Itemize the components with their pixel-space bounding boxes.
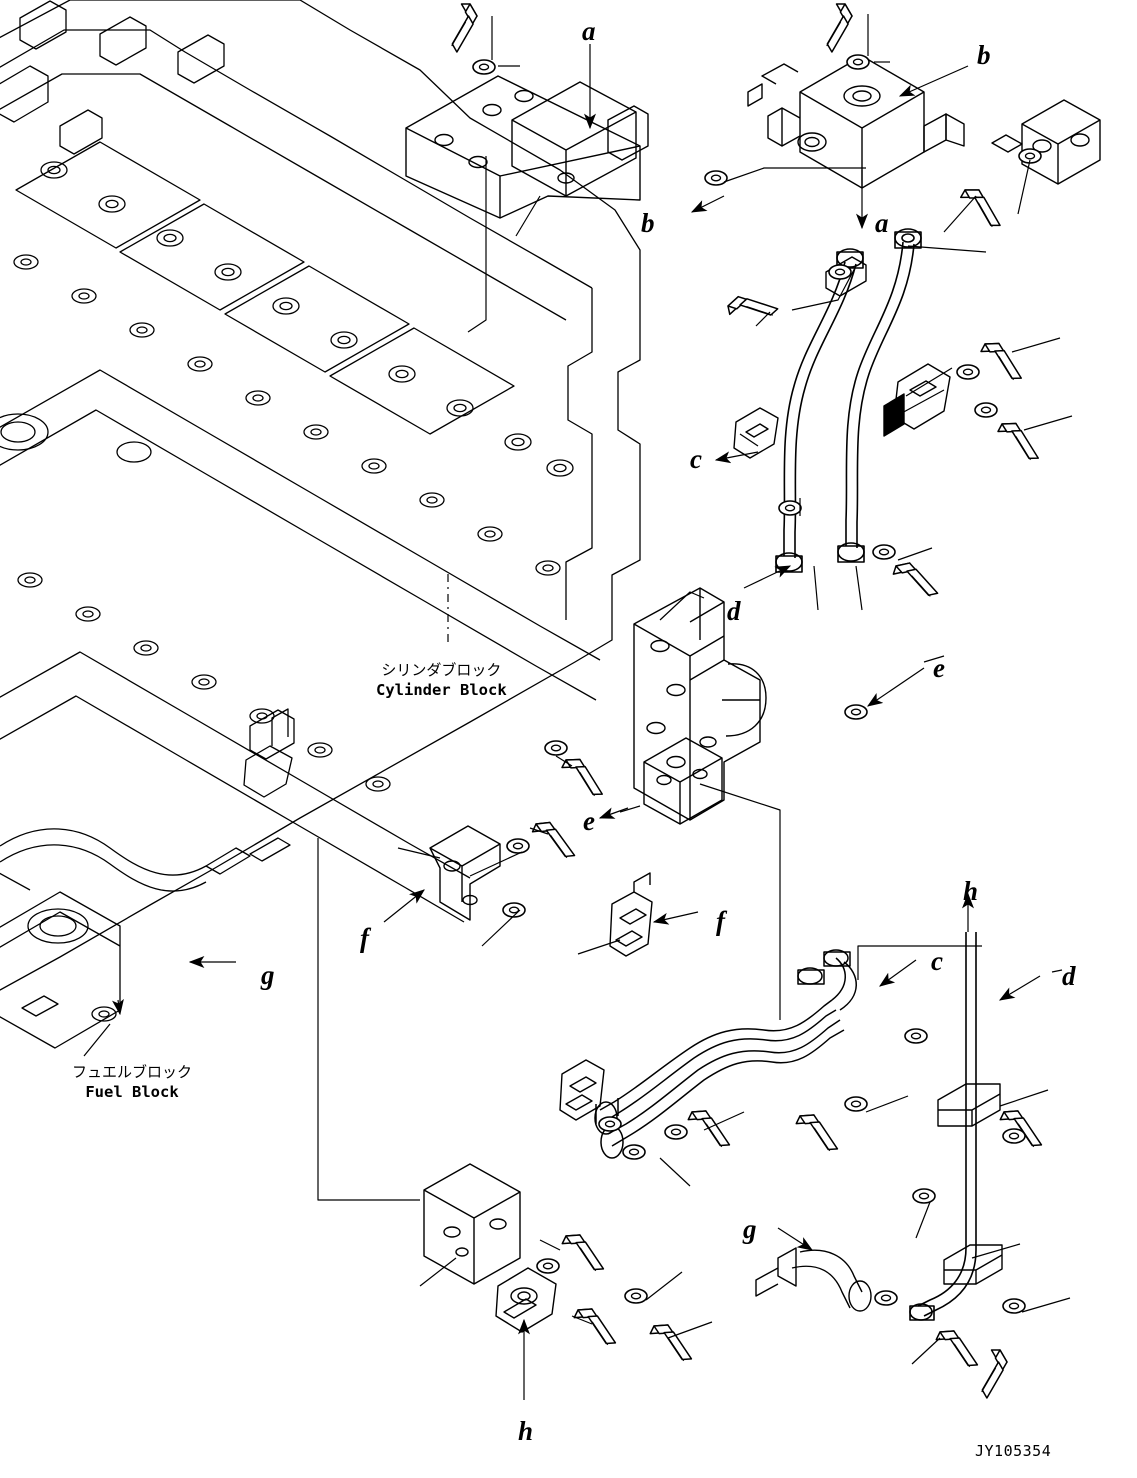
annotation-cylinder-block: シリンダブロック Cylinder Block	[376, 660, 507, 701]
callout-c-lower: c	[931, 946, 943, 976]
fuel-block-en: Fuel Block	[85, 1083, 179, 1102]
callout-e-right: e	[933, 653, 945, 683]
callout-d-lower: d	[1062, 961, 1076, 991]
fuel-block-jp: フュエルブロック	[72, 1063, 193, 1081]
callout-d-mid: d	[727, 596, 741, 626]
callout-a-right: a	[875, 208, 889, 238]
callout-g-lower: g	[743, 1214, 757, 1244]
callout-f-center: f	[716, 906, 725, 936]
callout-h-bottom: h	[518, 1416, 534, 1446]
cylinder-block-en: Cylinder Block	[376, 681, 507, 700]
annotation-fuel-block: フュエルブロック Fuel Block	[72, 1062, 192, 1103]
cylinder-block-jp: シリンダブロック	[381, 661, 502, 679]
callout-b-top: b	[977, 40, 991, 70]
callout-e-center: e	[583, 806, 595, 836]
callout-a-top: a	[582, 16, 596, 46]
callout-b-left: b	[641, 208, 655, 238]
callout-f-left: f	[360, 923, 369, 953]
sheet-code: JY105354	[975, 1442, 1052, 1460]
callout-c-mid: c	[690, 444, 702, 474]
callout-g-left: g	[261, 960, 275, 990]
callout-h-right: h	[963, 876, 979, 906]
